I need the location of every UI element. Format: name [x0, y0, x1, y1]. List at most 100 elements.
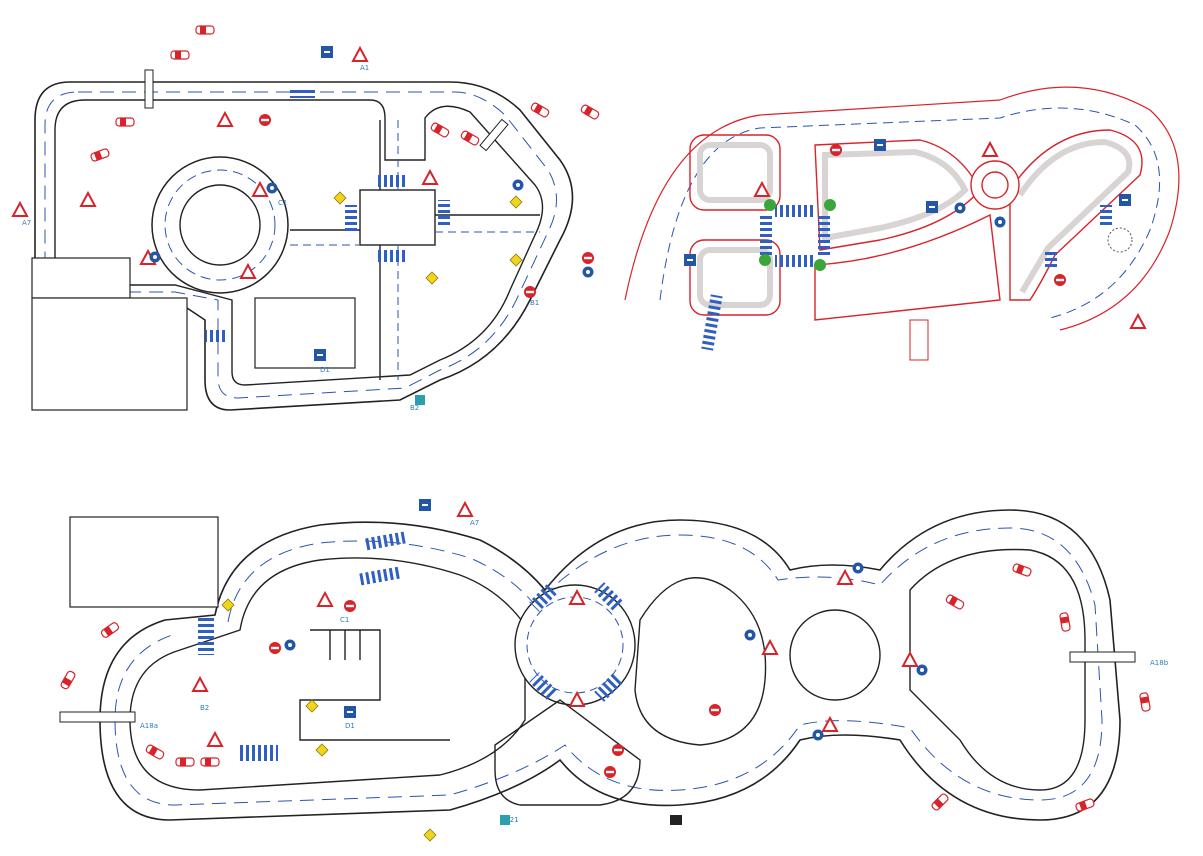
crosswalk: [701, 294, 723, 351]
mandatory-blue-sign-icon: [926, 201, 938, 213]
car-icon: [459, 129, 481, 147]
car-icon: [579, 103, 601, 121]
crosswalk: [529, 672, 559, 702]
route-block: [697, 142, 773, 203]
crosswalk: [378, 250, 406, 262]
sign-label: A7: [470, 519, 479, 527]
tree: [764, 199, 776, 211]
crosswalk: [909, 319, 929, 361]
priority-diamond-icon: [315, 743, 329, 757]
crosswalk: [378, 175, 406, 187]
mandatory-blue-sign-icon: [994, 216, 1006, 228]
sign-label: B2: [410, 404, 419, 412]
sign-label: D1: [345, 722, 355, 730]
warning-triangle-icon: [1130, 314, 1146, 329]
crosswalk: [364, 531, 406, 551]
tree: [814, 259, 826, 271]
sign-label: C1: [278, 199, 287, 207]
mandatory-blue-sign-icon: [149, 251, 161, 263]
warning-triangle-icon: [762, 640, 778, 655]
warning-triangle-icon: [317, 592, 333, 607]
crosswalk: [240, 745, 278, 761]
mandatory-blue-sign-icon: [284, 639, 296, 651]
car-icon: [99, 620, 121, 640]
inner-loop: [634, 577, 767, 746]
warning-triangle-icon: [422, 170, 438, 185]
crosswalk: [529, 582, 559, 612]
car-icon: [1058, 611, 1072, 633]
building: [69, 516, 219, 608]
warning-triangle-icon: [192, 677, 208, 692]
barrier-icon: [144, 69, 154, 109]
crosswalk: [1100, 205, 1112, 227]
mandatory-blue-sign-icon: [916, 664, 928, 676]
barrier-icon: [1069, 651, 1136, 663]
crosswalk: [775, 205, 815, 217]
mandatory-blue-sign-icon: [1119, 194, 1131, 206]
mandatory-blue-sign-icon: [415, 395, 425, 405]
building: [31, 257, 131, 299]
crosswalk: [775, 255, 815, 267]
route-fill: [1017, 138, 1133, 294]
crosswalk: [594, 582, 624, 612]
car-icon: [195, 25, 215, 35]
lane-line: [114, 527, 1103, 806]
prohibition-sign-icon: [344, 600, 356, 612]
mandatory-blue-sign-icon: [266, 182, 278, 194]
priority-diamond-icon: [423, 828, 437, 842]
roundabout-island: [179, 184, 261, 266]
warning-triangle-icon: [822, 717, 838, 732]
sign-label: A18b: [1150, 659, 1169, 667]
warning-triangle-icon: [207, 732, 223, 747]
crosswalk: [1045, 250, 1057, 268]
warning-triangle-icon: [754, 182, 770, 197]
site-boundary: [624, 86, 1180, 331]
sign-label: C1: [340, 616, 349, 624]
crosswalk: [359, 566, 401, 586]
mandatory-blue-sign-icon: [852, 562, 864, 574]
warning-triangle-icon: [80, 192, 96, 207]
sign-label: A18a: [140, 722, 158, 730]
barrier-icon: [479, 118, 509, 152]
car-icon: [930, 792, 950, 812]
tree: [1107, 227, 1133, 253]
car-icon: [89, 147, 111, 163]
crosswalk: [818, 215, 830, 255]
sign-label: B1: [530, 299, 539, 307]
route-loop: [1009, 129, 1143, 301]
lane-line: [659, 107, 1161, 319]
priority-diamond-icon: [221, 598, 235, 612]
roundabout-island: [789, 609, 881, 701]
car-icon: [115, 117, 135, 127]
route-loop: [814, 213, 1001, 321]
crosswalk: [594, 672, 624, 702]
car-icon: [1074, 797, 1096, 813]
warning-triangle-icon: [902, 652, 918, 667]
car-icon: [1011, 562, 1033, 578]
warning-triangle-icon: [12, 202, 28, 217]
car-icon: [170, 50, 190, 60]
prohibition-sign-icon: [259, 114, 271, 126]
prohibition-sign-icon: [1054, 274, 1066, 286]
priority-diamond-icon: [305, 699, 319, 713]
building: [254, 297, 356, 369]
prohibition-sign-icon: [830, 144, 842, 156]
inner-loop: [909, 548, 1086, 791]
warning-triangle-icon: [457, 502, 473, 517]
route-block: [697, 247, 773, 308]
car-icon: [1138, 691, 1152, 713]
mandatory-blue-sign-icon: [582, 266, 594, 278]
sign-label: B2: [200, 704, 209, 712]
warning-triangle-icon: [352, 47, 368, 62]
car-icon: [429, 121, 451, 139]
prohibition-sign-icon: [612, 744, 624, 756]
crosswalk: [760, 215, 772, 255]
car-icon: [529, 101, 551, 119]
mandatory-blue-sign-icon: [500, 815, 510, 825]
prohibition-sign-icon: [582, 252, 594, 264]
car-icon: [175, 757, 195, 767]
priority-diamond-icon: [425, 271, 439, 285]
outer-road-edge: [99, 509, 1121, 821]
route-fill: [822, 148, 969, 242]
mandatory-blue-sign-icon: [874, 139, 886, 151]
